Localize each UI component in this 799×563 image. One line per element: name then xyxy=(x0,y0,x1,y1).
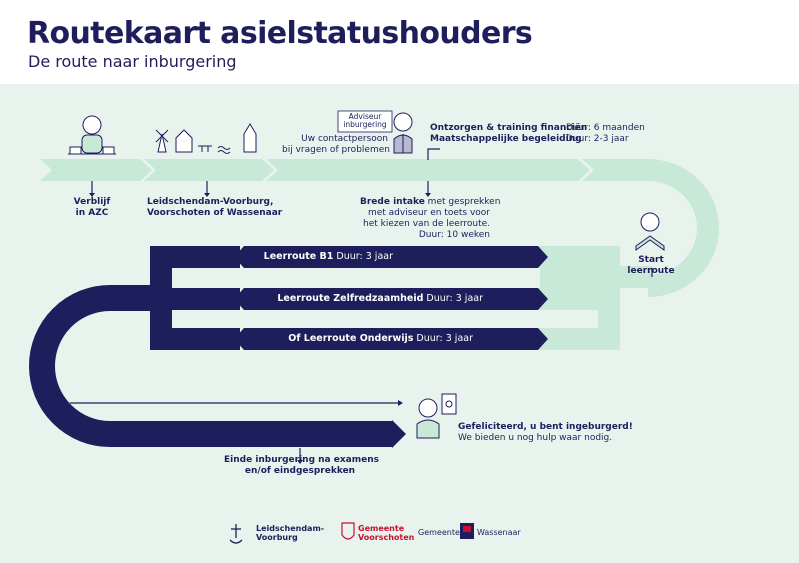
logo-wa-icon xyxy=(460,523,474,539)
route-b1-label: Leerroute B1 Duur: 3 jaar xyxy=(264,251,393,262)
navy-curve xyxy=(42,298,392,434)
route-zelfredzaamheid-label: Leerroute Zelfredzaamheid Duur: 3 jaar xyxy=(277,293,483,304)
step-municipality-label: Leidschendam-Voorburg,Voorschoten of Was… xyxy=(147,197,269,219)
route-onderwijs-label: Of Leerroute Onderwijs Duur: 3 jaar xyxy=(288,333,473,344)
town-icons xyxy=(156,124,256,154)
congrats-label: Gefeliciteerd, u bent ingeburgerd!We bie… xyxy=(458,422,633,444)
logo-lv-icon xyxy=(230,524,242,543)
graduate-person-icon xyxy=(417,394,456,438)
intake-label: Brede intake met gesprekken met adviseur… xyxy=(360,197,490,241)
navy-arrow-head xyxy=(392,420,406,448)
logo-leidschendam-voorburg: Leidschendam-Voorburg xyxy=(256,524,324,542)
logo-wassenaar-prefix: Gemeente xyxy=(418,528,460,537)
reading-person-icon xyxy=(636,213,664,250)
person-desk-icon xyxy=(68,116,116,154)
logo-wassenaar-name: Wassenaar xyxy=(477,528,521,537)
advisor-person-icon xyxy=(394,113,412,153)
logo-vs-icon xyxy=(342,523,354,539)
top-road xyxy=(40,159,650,181)
